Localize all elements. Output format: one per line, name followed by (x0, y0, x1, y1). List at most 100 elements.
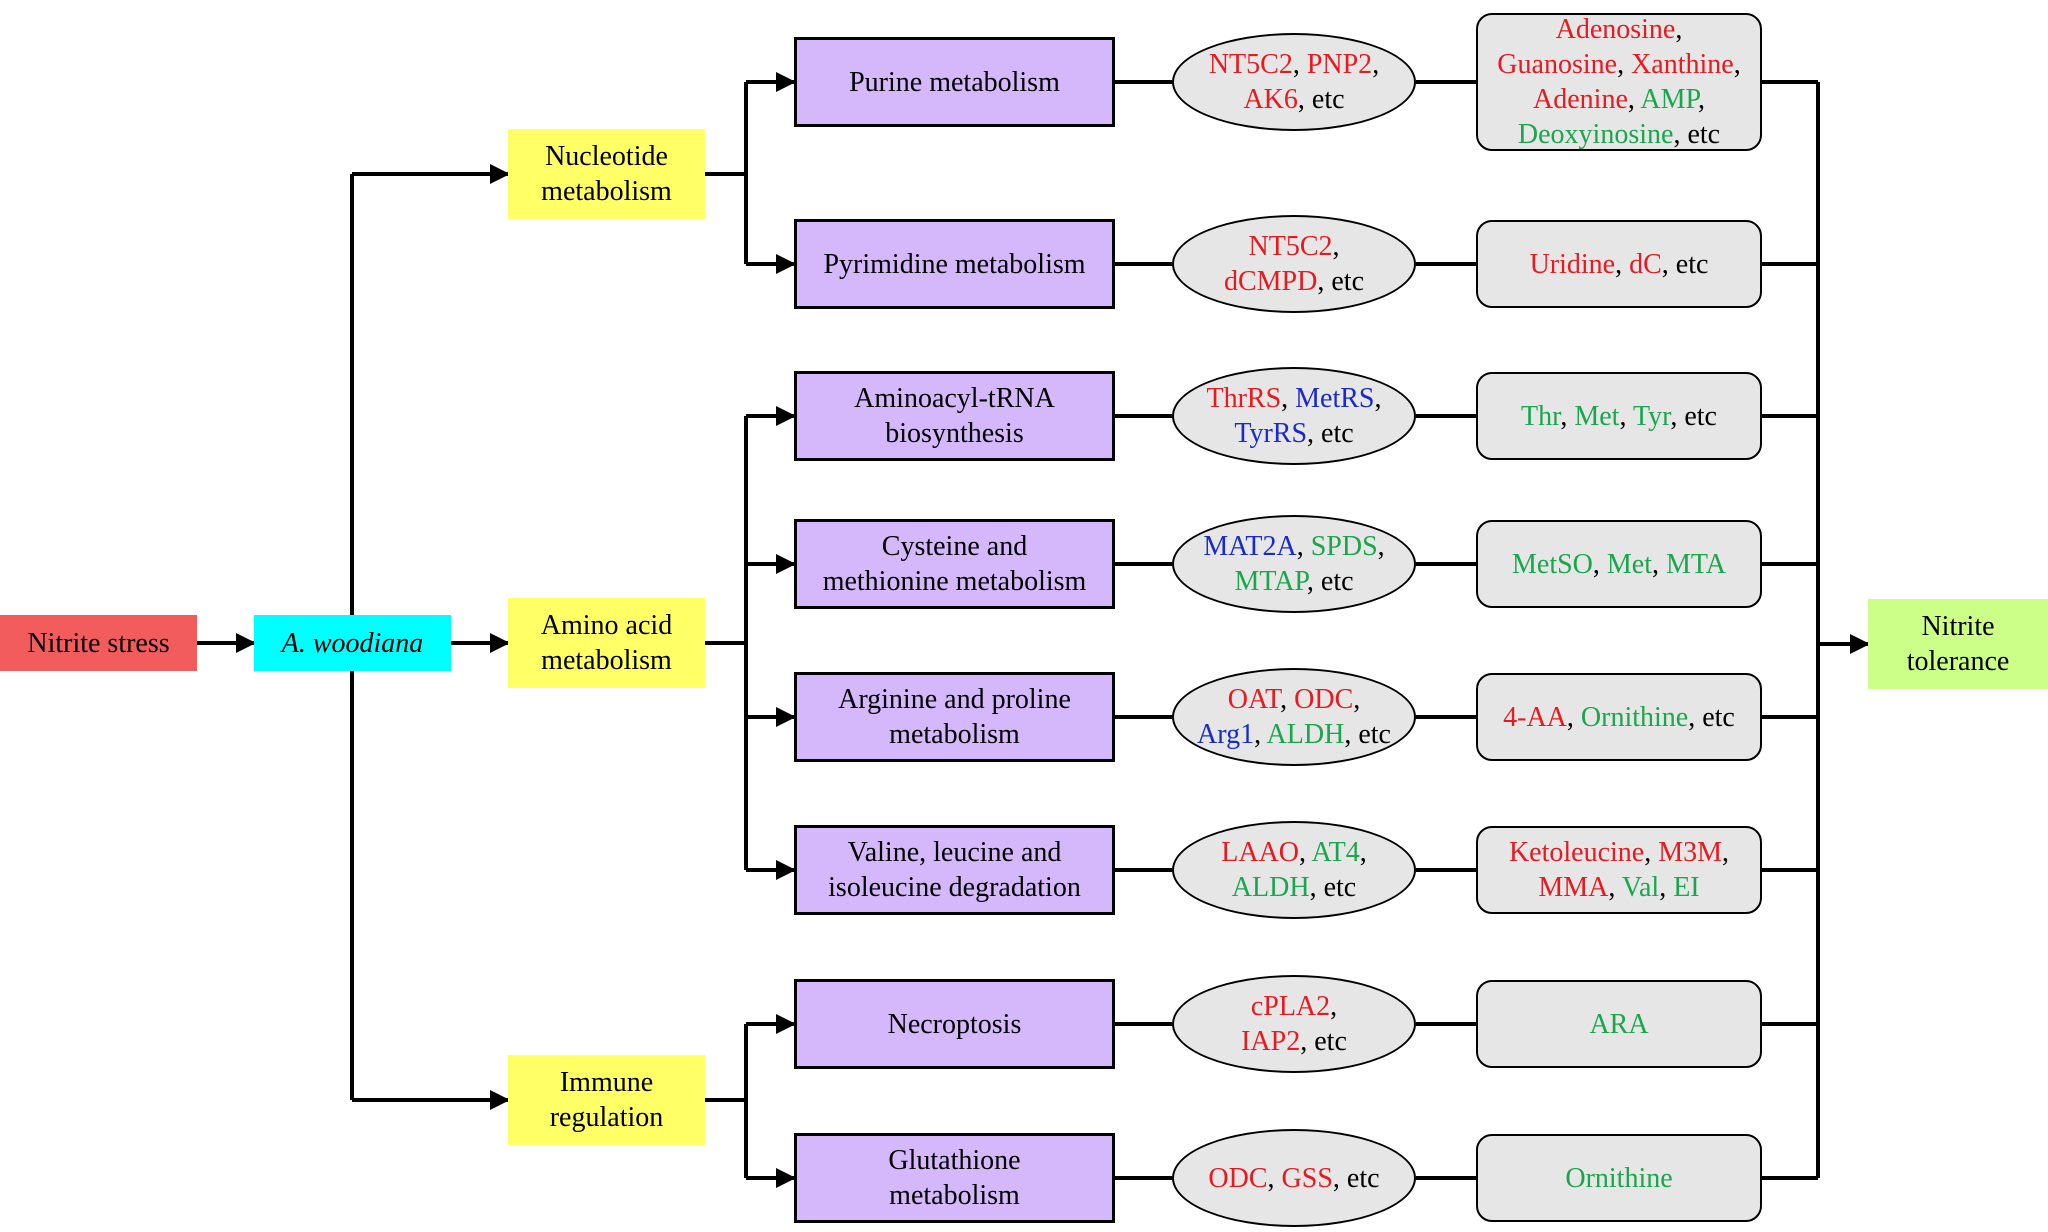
category-box-line: metabolism (541, 176, 672, 207)
separator-text: , (1608, 872, 1622, 903)
separator-text: , (1627, 84, 1641, 115)
compound-name: dCMPD (1223, 266, 1318, 297)
compound-name: MTA (1666, 548, 1726, 580)
compound-name: LAAO (1221, 837, 1300, 868)
enzyme-ellipse-row: MAT2A, SPDS, (1203, 529, 1384, 564)
separator-text: , (1292, 49, 1307, 80)
nitrite-stress-label: Nitrite stress (27, 627, 170, 659)
pathway-box-line: Valine, leucine and (847, 837, 1062, 868)
pathway-box-line: isoleucine degradation (828, 872, 1081, 903)
metabolite-box: Ornithine (1476, 1134, 1762, 1222)
separator-text: , (1296, 531, 1311, 562)
separator-text: , (1722, 837, 1730, 868)
enzyme-ellipse-row: NT5C2, (1249, 229, 1340, 264)
compound-name: ALDH (1231, 872, 1310, 903)
separator-text: , (1372, 49, 1380, 80)
enzyme-ellipse: OAT, ODC,Arg1, ALDH, etc (1172, 668, 1416, 766)
compound-name: Thr (1521, 400, 1561, 432)
pathway-box: Aminoacyl-tRNA biosynthesis (794, 371, 1115, 461)
metabolite-box-row: Adenosine, (1556, 12, 1683, 47)
separator-text: , (1644, 837, 1659, 868)
separator-text: , etc (1670, 400, 1717, 432)
outcome-line-2: tolerance (1906, 646, 2010, 677)
compound-name: NT5C2 (1248, 231, 1333, 262)
metabolite-box: Adenosine,Guanosine, Xanthine,Adenine, A… (1476, 13, 1762, 151)
compound-name: Xanthine (1631, 49, 1734, 80)
compound-name: Deoxyinosine (1517, 119, 1674, 150)
compound-name: GSS (1281, 1162, 1333, 1194)
compound-name: Ketoleucine (1508, 837, 1645, 868)
separator-text: , (1280, 684, 1295, 715)
compound-name: ODC (1208, 1162, 1268, 1194)
compound-name: Met (1574, 400, 1620, 432)
metabolite-box: 4-AA, Ornithine, etc (1476, 673, 1762, 761)
compound-name: Arg1 (1197, 719, 1255, 750)
enzyme-ellipse-row: ThrRS, MetRS, (1206, 381, 1381, 416)
nitrite-tolerance-box: Nitrite tolerance (1868, 599, 2048, 689)
separator-text: , (1332, 231, 1340, 262)
pathway-box-line: Purine metabolism (849, 66, 1060, 98)
pathway-box-line: Pyrimidine metabolism (823, 248, 1086, 280)
compound-name: MTAP (1234, 566, 1307, 597)
metabolite-box-row: ARA (1589, 1007, 1648, 1042)
category-box: Amino acid metabolism (508, 598, 705, 688)
outcome-line-1: Nitrite (1921, 611, 1995, 642)
separator-text: , (1560, 400, 1575, 432)
compound-name: Guanosine (1497, 49, 1618, 80)
compound-name: AT4 (1311, 837, 1360, 868)
pathway-box: Pyrimidine metabolism (794, 219, 1115, 309)
enzyme-ellipse: cPLA2,IAP2, etc (1172, 975, 1416, 1073)
separator-text: , etc (1673, 119, 1721, 150)
pathway-box-line: Necroptosis (887, 1008, 1022, 1040)
compound-name: cPLA2 (1250, 991, 1331, 1022)
metabolite-box-row: Thr, Met, Tyr, etc (1521, 399, 1717, 434)
metabolite-box-row: Guanosine, Xanthine, (1497, 47, 1740, 82)
pathway-box-line: Aminoacyl-tRNA (854, 383, 1055, 414)
compound-name: ARA (1589, 1008, 1649, 1040)
separator-text: , (1374, 383, 1382, 414)
compound-name: dC (1629, 248, 1662, 280)
separator-text: , etc (1688, 701, 1735, 733)
separator-text: , (1619, 400, 1633, 432)
compound-name: Adenosine (1555, 14, 1676, 45)
compound-name: MAT2A (1203, 531, 1297, 562)
pathway-box-line: Cysteine and (881, 531, 1028, 562)
metabolite-box-row: Ketoleucine, M3M, (1509, 835, 1729, 870)
organism-box: A. woodiana (254, 615, 451, 671)
separator-text: , (1359, 837, 1367, 868)
category-box-line: Immune (559, 1067, 654, 1098)
enzyme-ellipse-row: NT5C2, PNP2, (1209, 47, 1379, 82)
enzyme-ellipse-row: MTAP, etc (1234, 564, 1353, 599)
separator-text: , (1254, 719, 1267, 750)
enzyme-ellipse: NT5C2, PNP2,AK6, etc (1172, 33, 1416, 131)
enzyme-ellipse: MAT2A, SPDS,MTAP, etc (1172, 515, 1416, 613)
separator-text: , etc (1297, 84, 1345, 115)
enzyme-ellipse-row: AK6, etc (1243, 82, 1344, 117)
pathway-box-line: biosynthesis (885, 418, 1024, 449)
separator-text: , etc (1344, 719, 1391, 750)
enzyme-ellipse: ThrRS, MetRS,TyrRS, etc (1172, 367, 1416, 465)
category-box-line: metabolism (541, 645, 672, 676)
metabolite-box-row: Deoxyinosine, etc (1518, 117, 1720, 152)
separator-text: , etc (1661, 248, 1709, 280)
enzyme-ellipse-row: IAP2, etc (1241, 1024, 1347, 1059)
metabolite-box-row: MetSO, Met, MTA (1512, 547, 1726, 582)
category-box: Nucleotide metabolism (508, 129, 705, 219)
category-box-line: Nucleotide (545, 141, 668, 172)
compound-name: ThrRS (1206, 383, 1282, 414)
compound-name: ODC (1294, 684, 1354, 715)
metabolite-box: Uridine, dC, etc (1476, 220, 1762, 308)
enzyme-ellipse-row: cPLA2, (1251, 989, 1337, 1024)
organism-label: A. woodiana (281, 627, 424, 659)
category-box-line: Amino acid (540, 610, 673, 641)
metabolite-box-row: MMA, Val, EI (1538, 870, 1699, 905)
pathway-box: Necroptosis (794, 979, 1115, 1069)
pathway-box-line: metabolism (889, 719, 1020, 750)
compound-name: PNP2 (1306, 49, 1373, 80)
separator-text: , (1592, 548, 1607, 580)
enzyme-ellipse: ODC, GSS, etc (1172, 1129, 1416, 1227)
compound-name: Ornithine (1580, 701, 1689, 733)
separator-text: , etc (1307, 418, 1354, 449)
